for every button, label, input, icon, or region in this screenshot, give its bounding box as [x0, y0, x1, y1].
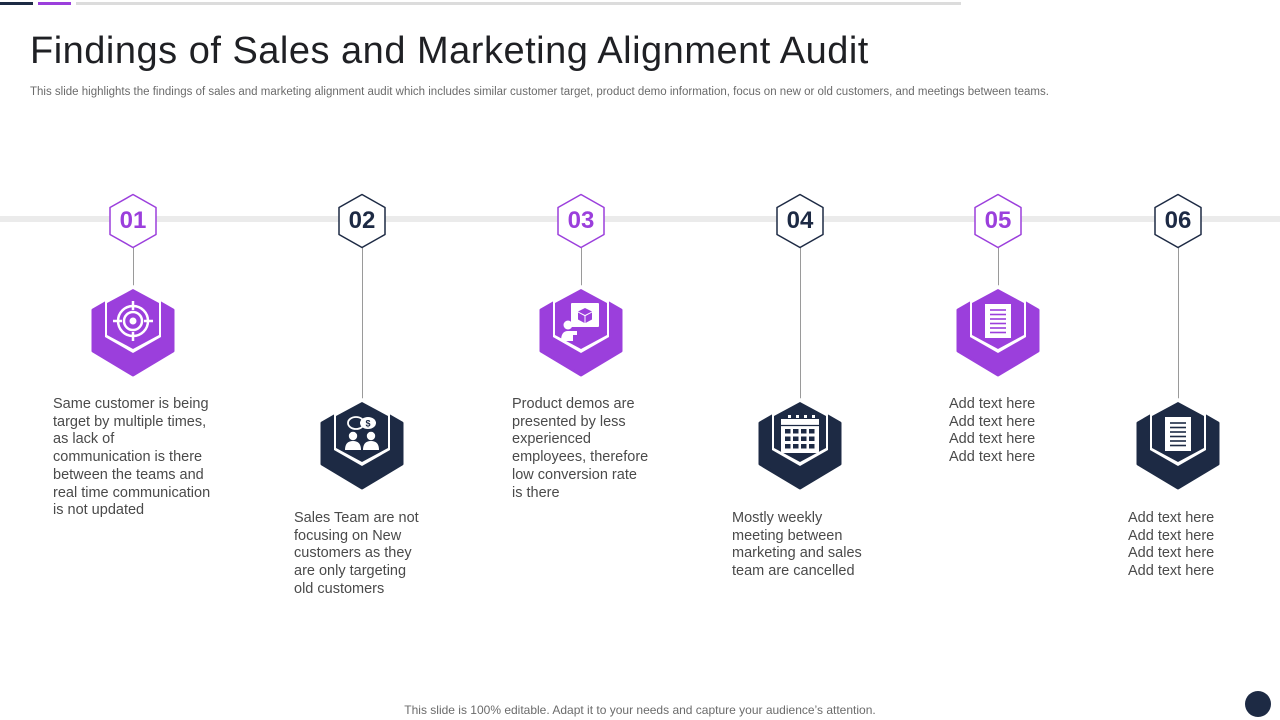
step-description-line: between the teams and — [53, 466, 204, 483]
step-number-marker: 03 — [555, 193, 607, 249]
step-description-line: customers as they — [294, 545, 412, 562]
step-description-line: team are cancelled — [732, 563, 855, 580]
step-description-line: Same customer is being — [53, 396, 209, 412]
step-number: 02 — [348, 207, 376, 234]
step-description-line: are only targeting — [294, 563, 407, 580]
step-connector — [133, 248, 134, 305]
step-description-line: Add text here — [949, 396, 1036, 412]
hexagon-shape — [338, 193, 386, 249]
step-connector — [998, 248, 999, 305]
step-icon-badge — [91, 285, 175, 377]
step-icon-badge — [956, 285, 1040, 377]
step-number-marker: 04 — [774, 193, 826, 249]
step-number: 05 — [984, 207, 1012, 234]
product-presentation-icon — [561, 301, 601, 341]
step-connector — [581, 248, 582, 305]
step-description-line: as lack of — [53, 431, 115, 448]
step-description-line: focusing on New — [294, 527, 402, 544]
step-description-line: real time communication — [53, 484, 211, 501]
step-number: 03 — [567, 207, 595, 234]
top-accent-purple — [38, 2, 71, 5]
hexagon-shape — [974, 193, 1022, 249]
step-description-line: Add text here — [1128, 527, 1215, 544]
step-number-marker: 01 — [107, 193, 159, 249]
step-description-line: Add text here — [1128, 545, 1215, 562]
svg-text:$: $ — [365, 419, 370, 429]
document-icon — [978, 301, 1018, 341]
step-icon-badge — [758, 398, 842, 490]
step-icon-badge — [1136, 398, 1220, 490]
step-description-line: meeting between — [732, 527, 843, 544]
step-description-line: is not updated — [53, 502, 145, 519]
step-number-marker: 02 — [336, 193, 388, 249]
step-description-line: old customers — [294, 580, 385, 597]
hexagon-shape — [1154, 193, 1202, 249]
step-description-line: Sales Team are not — [294, 510, 419, 526]
document-icon — [1158, 414, 1198, 454]
page-subtitle: This slide highlights the findings of sa… — [30, 86, 1049, 98]
step-description-line: Product demos are — [512, 396, 635, 412]
team-dollar-icon: $ — [342, 414, 382, 454]
top-accent-line — [76, 2, 961, 5]
step-description-line: marketing and sales — [732, 545, 862, 562]
footer-note: This slide is 100% editable. Adapt it to… — [404, 703, 876, 717]
hexagon-shape — [776, 193, 824, 249]
step-description-line: Add text here — [1128, 510, 1215, 526]
step-connector — [362, 248, 363, 418]
step-description-line: is there — [512, 484, 560, 501]
step-description-line: Add text here — [949, 431, 1036, 448]
step-number-marker: 06 — [1152, 193, 1204, 249]
hexagon-shape — [557, 193, 605, 249]
step-number: 01 — [119, 207, 147, 234]
page-title: Findings of Sales and Marketing Alignmen… — [30, 30, 869, 72]
step-number: 04 — [786, 207, 814, 234]
calendar-icon — [780, 414, 820, 454]
step-connector — [1178, 248, 1179, 418]
step-number: 06 — [1164, 207, 1192, 234]
step-description-line: low conversion rate — [512, 466, 637, 483]
step-description-line: presented by less — [512, 413, 626, 430]
step-description-line: Add text here — [1128, 563, 1215, 580]
step-icon-badge: $ — [320, 398, 404, 490]
corner-dot — [1245, 691, 1271, 717]
hexagon-shape — [109, 193, 157, 249]
step-description-line: Add text here — [949, 449, 1036, 466]
step-connector — [800, 248, 801, 418]
step-description-line: employees, therefore — [512, 449, 649, 466]
step-description-line: Add text here — [949, 413, 1036, 430]
step-description-line: communication is there — [53, 449, 203, 466]
step-description-line: experienced — [512, 431, 591, 448]
step-number-marker: 05 — [972, 193, 1024, 249]
step-description-line: Mostly weekly — [732, 510, 823, 526]
target-icon — [113, 301, 153, 341]
step-description-line: target by multiple times, — [53, 413, 207, 430]
top-accent-dark — [0, 2, 33, 5]
timeline-bar — [0, 216, 1280, 222]
step-icon-badge — [539, 285, 623, 377]
